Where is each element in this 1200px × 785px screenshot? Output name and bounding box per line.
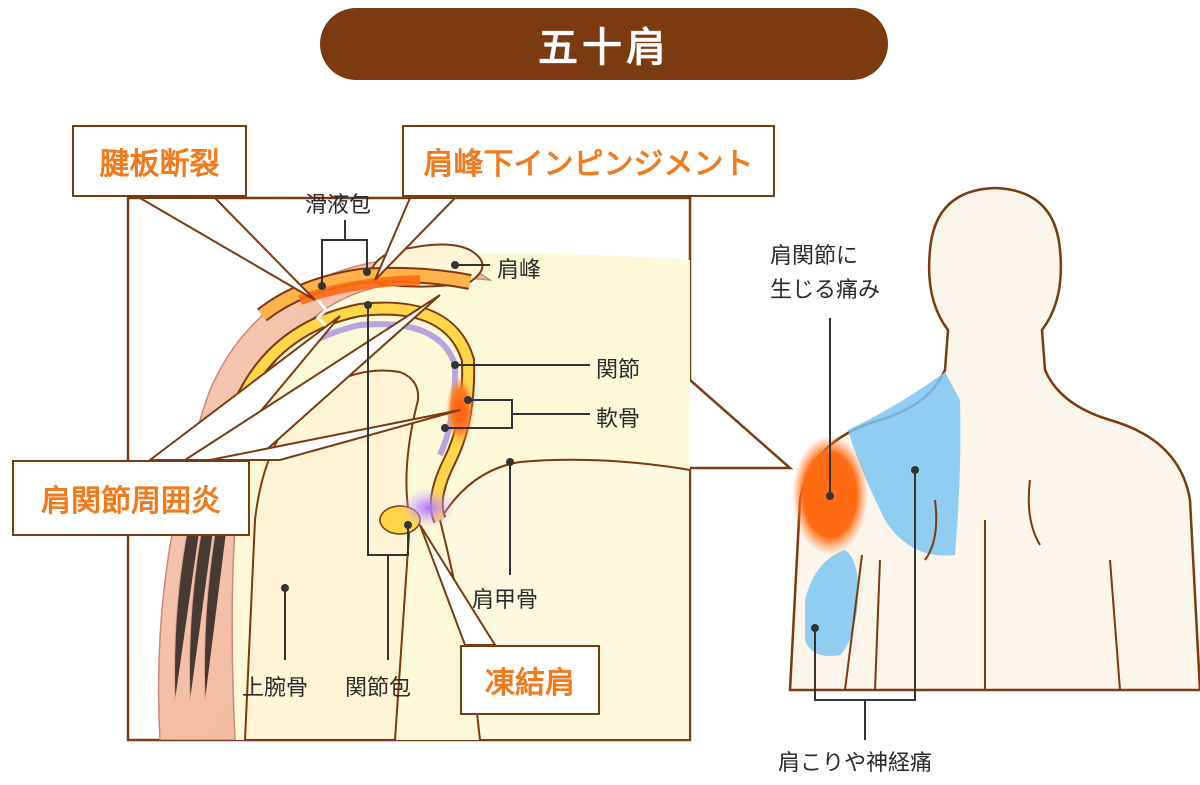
label-joint: 関節: [596, 358, 641, 383]
label-scapula: 肩甲骨: [472, 588, 539, 613]
callout-impingement: 肩峰下インピンジメント: [402, 125, 775, 197]
label-bursa: 滑液包: [305, 193, 372, 218]
anatomy-pointers: [284, 220, 590, 660]
label-joint-pain-line2: 生じる痛み: [770, 278, 881, 303]
label-acromion: 肩峰: [497, 258, 542, 283]
stiffness-region-upper: [848, 372, 961, 556]
anatomy-pointer-dots: [281, 261, 514, 592]
label-humerus: 上腕骨: [242, 676, 309, 701]
page-title: 五十肩: [320, 8, 888, 80]
label-joint-capsule: 関節包: [345, 676, 412, 701]
leader-lines: [136, 197, 497, 646]
callout-tendon-tear: 腱板断裂: [72, 125, 247, 197]
label-joint-pain-line1: 肩関節に: [770, 244, 859, 269]
label-cartilage: 軟骨: [596, 407, 641, 432]
label-stiffness: 肩こりや神経痛: [778, 751, 933, 776]
body-silhouette: [788, 186, 1200, 740]
callout-frozen-shoulder: 凍結肩: [460, 645, 600, 715]
callout-periarthritis: 肩関節周囲炎: [12, 460, 250, 536]
